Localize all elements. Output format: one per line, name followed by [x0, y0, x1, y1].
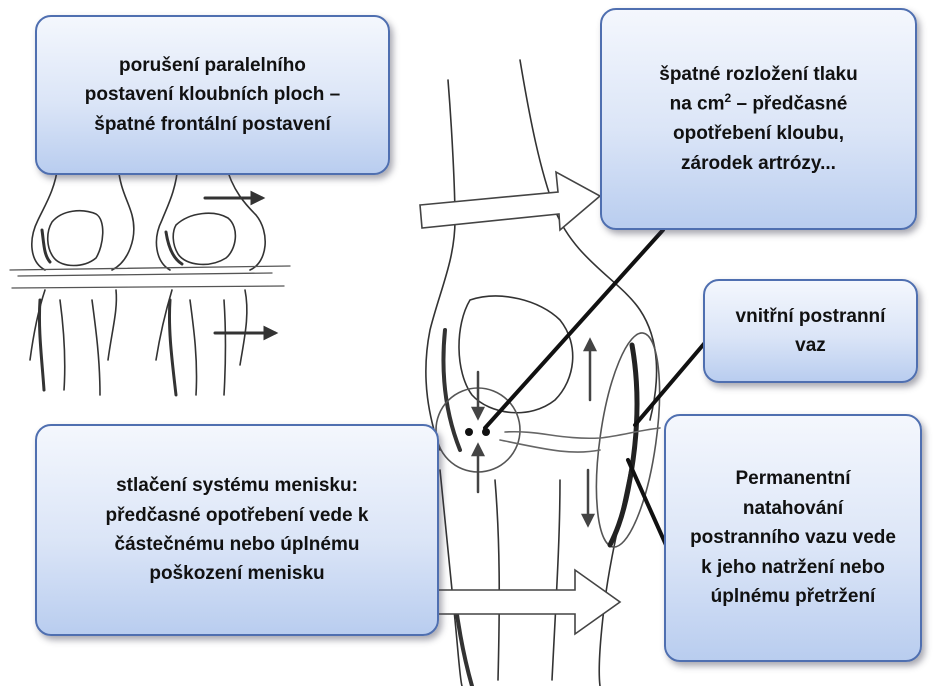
- force-arrow-bottom: [435, 570, 620, 634]
- pressure-line-1: špatné rozložení tlaku: [659, 64, 857, 85]
- callout-ligament: vnitřní postranní vaz: [703, 279, 918, 383]
- displacement-arrows: [205, 193, 275, 338]
- force-arrow-top: [420, 172, 600, 230]
- pressure-rest: opotřebení kloubu, zárodek artrózy...: [673, 123, 844, 173]
- callout-ligament-text: vnitřní postranní vaz: [736, 302, 886, 361]
- pressure-line-2-post: – předčasné: [731, 94, 847, 115]
- joint-reference-lines: [10, 266, 290, 288]
- small-knee-normal: [30, 165, 134, 395]
- callout-stretching-text: Permanentní natahování postranního vazu …: [690, 464, 896, 611]
- callout-ligament-stretching: Permanentní natahování postranního vazu …: [664, 414, 922, 662]
- callout-parallel-text: porušení paralelního postavení kloubních…: [85, 51, 340, 139]
- pressure-line-2-pre: na cm: [670, 94, 725, 115]
- callout-meniscus: stlačení systému menisku: předčasné opot…: [35, 424, 439, 636]
- callout-parallel-joint: porušení paralelního postavení kloubních…: [35, 15, 390, 175]
- callout-meniscus-text: stlačení systému menisku: předčasné opot…: [106, 471, 369, 589]
